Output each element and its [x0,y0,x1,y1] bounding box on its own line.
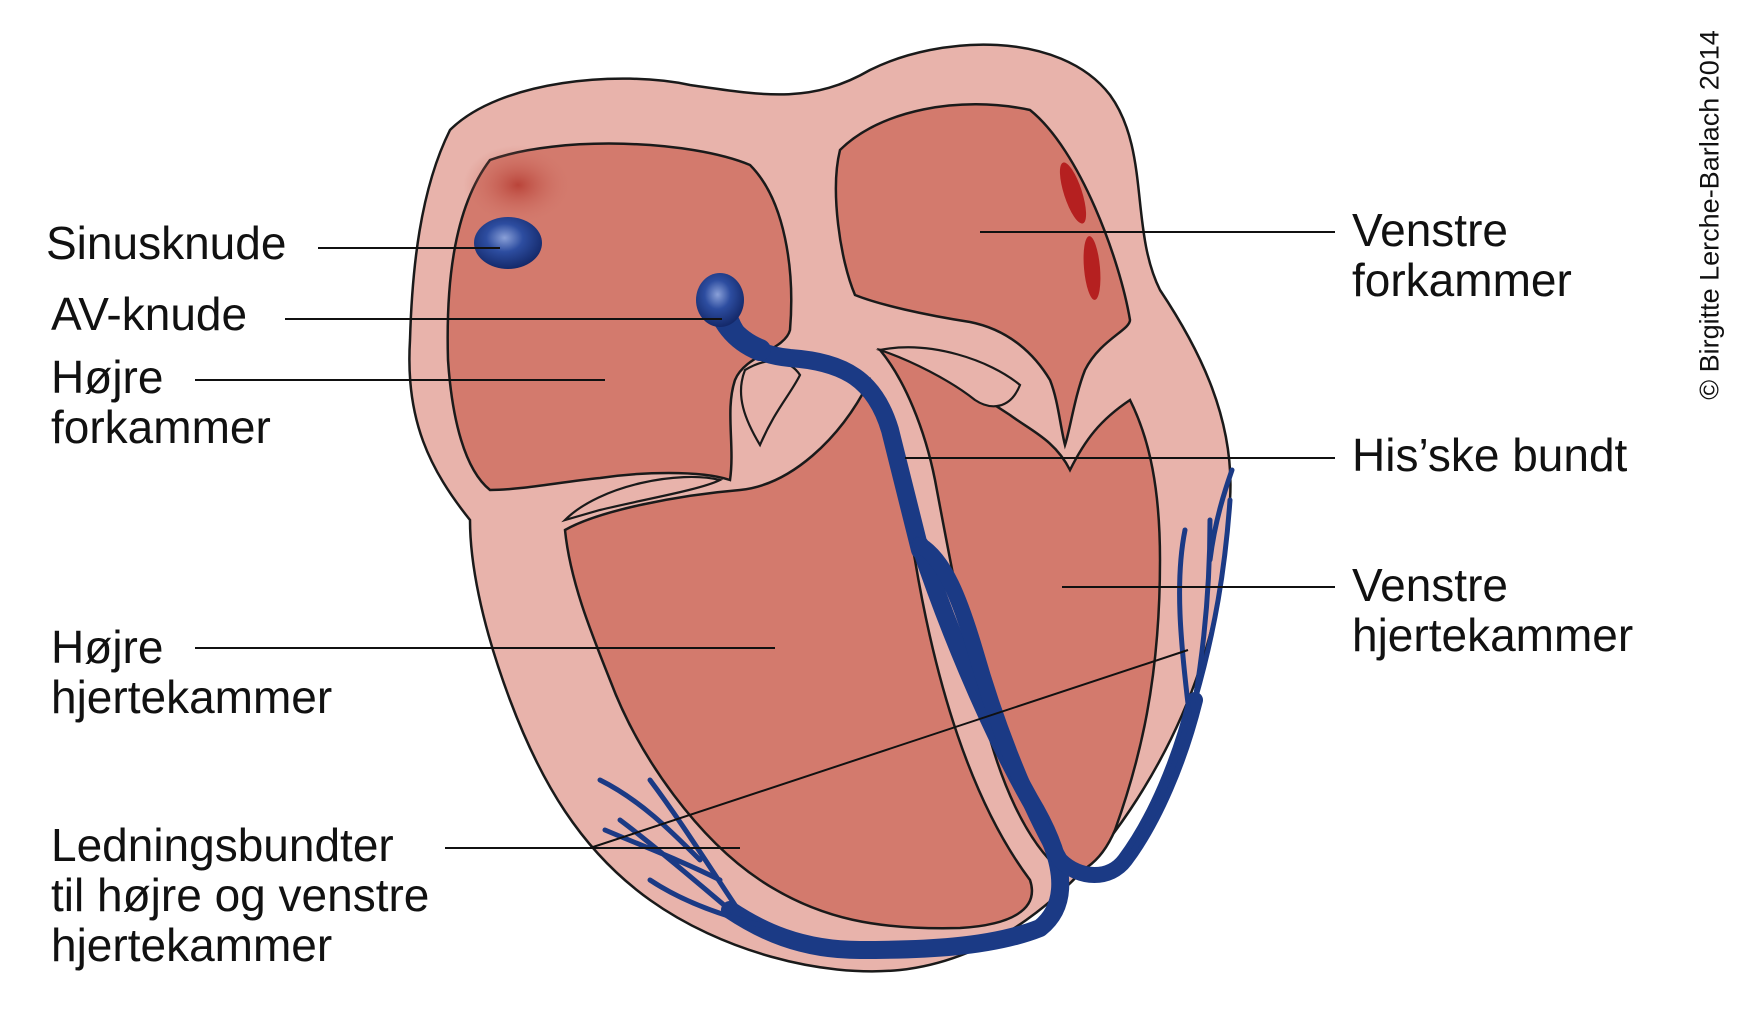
label-hojre-hjertekammer: Højre hjertekammer [51,622,332,722]
label-ledningsbundter-line2: til højre og venstre [51,869,430,921]
right-ventricle-chamber [563,376,1034,930]
label-hojre-hjertekammer-line1: Højre [51,621,164,673]
label-venstre-hjertekammer: Venstre hjertekammer [1352,560,1633,660]
label-venstre-forkammer-line1: Venstre [1352,204,1508,256]
mitral-valve [875,346,1022,408]
label-ledningsbundter-line1: Ledningsbundter [51,819,394,871]
label-ledningsbundter-line3: hjertekammer [51,919,333,971]
valve-mark-upper [1059,162,1087,224]
label-sinusknude-text: Sinusknude [46,217,287,269]
label-av-knude: AV-knude [51,289,247,339]
label-sinusknude: Sinusknude [46,218,286,268]
av-node [696,273,744,327]
leader-lines [195,231,1335,849]
copyright-text: © Birgitte Lerche-Barlach 2014 [1694,30,1725,400]
label-his-ske-bundt-text: His’ske bundt [1352,429,1628,481]
label-his-ske-bundt: His’ske bundt [1352,430,1627,480]
left-fibers [1117,467,1235,873]
label-hojre-forkammer: Højre forkammer [51,352,271,452]
label-venstre-hjertekammer-line2: hjertekammer [1352,609,1634,661]
label-hojre-forkammer-line1: Højre [51,351,164,403]
sinus-node [474,217,542,269]
leader-ledningsbundter-right [589,649,1189,849]
label-venstre-hjertekammer-line1: Venstre [1352,559,1508,611]
label-venstre-forkammer-line2: forkammer [1352,254,1572,306]
label-hojre-forkammer-line2: forkammer [51,401,271,453]
label-ledningsbundter: Ledningsbundter til højre og venstre hje… [51,820,429,970]
right-fibers [597,777,763,928]
label-hojre-hjertekammer-line2: hjertekammer [51,671,333,723]
sinus-node-glow [463,145,573,225]
left-atrium-chamber [834,103,1132,450]
valve-mark-lower [1083,236,1101,300]
label-av-knude-text: AV-knude [51,288,248,340]
label-venstre-forkammer: Venstre forkammer [1352,205,1572,305]
right-bundle-branch [721,536,1070,959]
